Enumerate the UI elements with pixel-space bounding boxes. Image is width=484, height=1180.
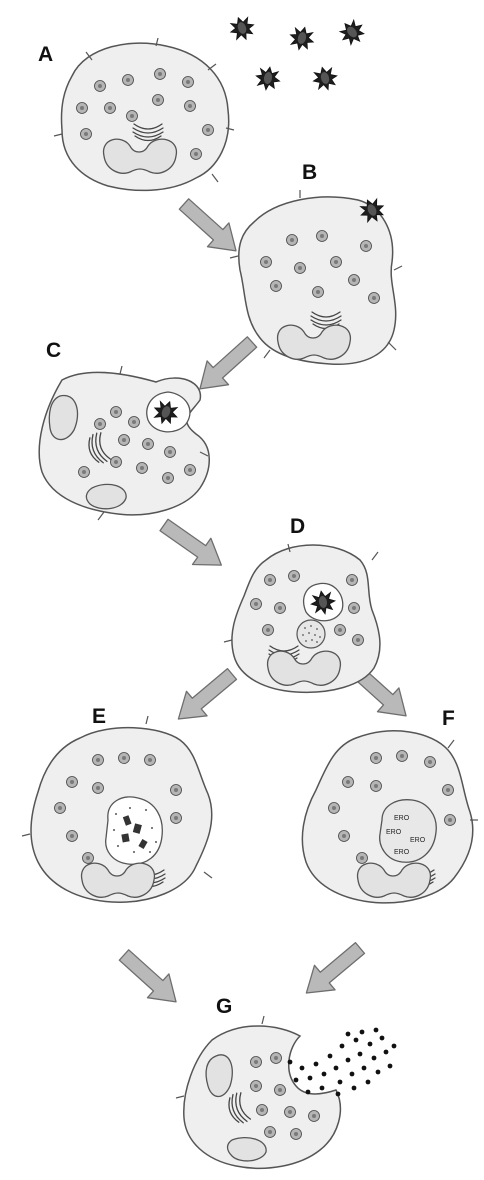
label-b: B [302, 162, 317, 183]
released-debris [288, 1028, 397, 1097]
vesicle-label-3: ERO [410, 837, 426, 844]
microbe-icon [254, 65, 282, 92]
vesicle-label-1: ERO [394, 815, 410, 822]
arrow-f-to-g [296, 936, 370, 1006]
label-a: A [38, 44, 53, 65]
arrow-a-to-b [173, 192, 246, 263]
cell-b [230, 190, 402, 364]
cell-e [22, 716, 212, 902]
arrow-d-to-e [168, 662, 242, 732]
arrow-e-to-g [113, 943, 186, 1014]
cell-f: ERO ERO ERO ERO [302, 731, 478, 903]
label-f: F [442, 708, 455, 729]
microbe-icon [287, 24, 316, 52]
cell-g [176, 1016, 396, 1168]
label-d: D [290, 516, 305, 537]
label-g: G [216, 996, 232, 1017]
cell-c [39, 366, 209, 520]
vesicle-label-4: ERO [394, 849, 410, 856]
microbe-icon [227, 14, 257, 44]
label-e: E [92, 706, 106, 727]
cell-d [224, 544, 380, 692]
arrow-c-to-d [155, 512, 231, 578]
microbe-icon [336, 16, 369, 49]
free-microbes [227, 14, 369, 93]
label-c: C [46, 340, 61, 361]
vesicle-label-2: ERO [386, 829, 402, 836]
arrow-b-to-c [189, 330, 262, 401]
cell-a [54, 38, 234, 190]
microbe-icon [311, 64, 340, 92]
